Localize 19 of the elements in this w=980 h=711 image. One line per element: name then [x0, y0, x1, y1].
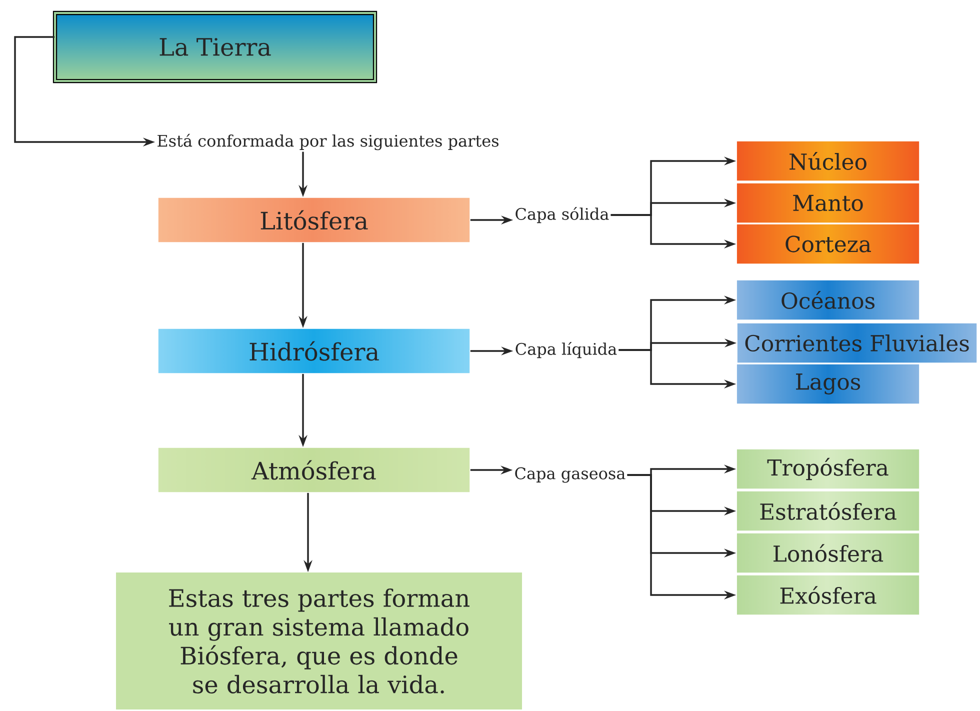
conclusion-box: Estas tres partes forman un gran sistema llamado Biósfera, que es donde se desarrolla la vida. — [116, 572, 522, 710]
part-box: Tropósfera — [736, 448, 920, 490]
part-box: Núcleo — [736, 140, 920, 182]
part-box: Océanos — [736, 280, 920, 320]
part-box: Exósfera — [736, 574, 920, 616]
layer-box: Atmósfera — [158, 447, 470, 493]
part-box: Lonósfera — [736, 532, 920, 574]
part-box: Estratósfera — [736, 490, 920, 532]
title-box: La Tierra — [52, 10, 378, 84]
layer-type-text: Capa líquida — [516, 342, 617, 358]
layer-box: Litósfera — [158, 197, 470, 243]
layer-box: Hidrósfera — [158, 328, 470, 374]
connector-text: Está conformada por las siguientes partes — [158, 134, 498, 150]
part-box: Corrientes Fluviales — [736, 322, 978, 364]
part-box: Manto — [736, 182, 920, 224]
part-box: Corteza — [736, 224, 920, 264]
layer-type-text: Capa sólida — [516, 206, 609, 224]
part-box: Lagos — [736, 364, 920, 404]
layer-type-text: Capa gaseosa — [515, 467, 626, 483]
